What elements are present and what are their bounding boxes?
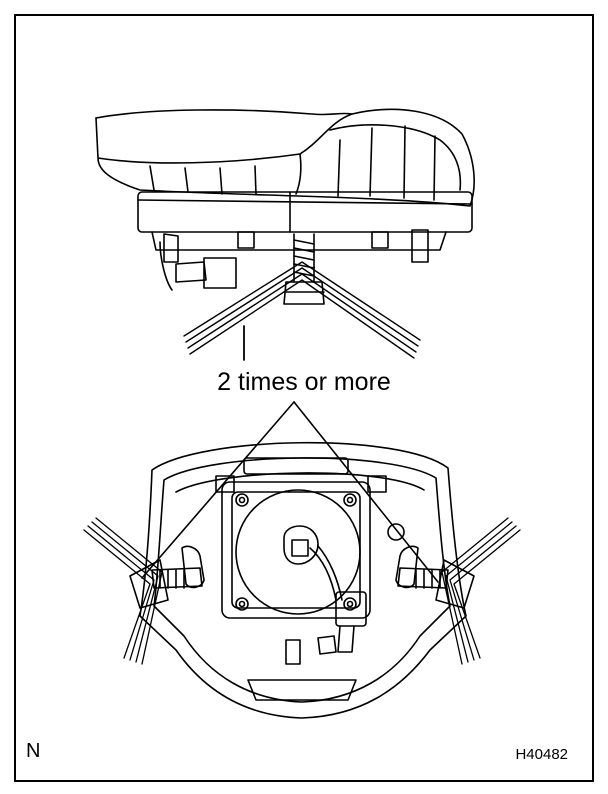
wire-bundle-left — [83, 517, 169, 665]
airbag-module-rear-view — [139, 441, 467, 719]
airbag-connector — [283, 525, 367, 655]
diagram-frame — [14, 14, 594, 782]
figure-id: H40482 — [515, 746, 568, 763]
wire-harness-bundle — [183, 261, 421, 361]
wire-bundle-right — [435, 517, 521, 665]
callout-leader-lines — [141, 401, 439, 583]
callout-text: 2 times or more — [217, 368, 391, 396]
airbag-module-side-view — [95, 108, 475, 305]
corner-mark: N — [26, 740, 41, 762]
